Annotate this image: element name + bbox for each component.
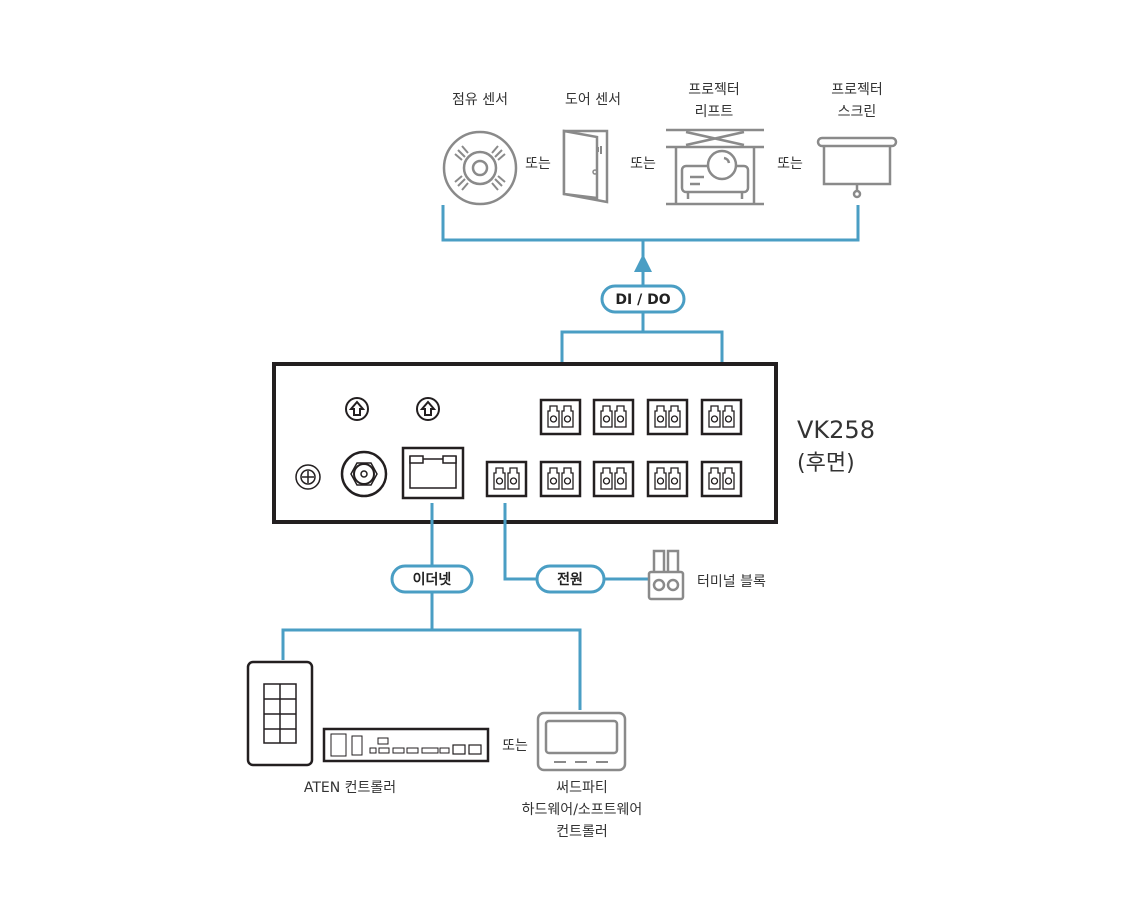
projector-lift-label-2: 리프트 [695, 104, 734, 120]
terminal-ports [485, 398, 743, 498]
keypad-icon [246, 660, 314, 767]
power-jack-icon [340, 450, 388, 498]
touch-panel-icon [536, 711, 627, 772]
door-sensor-icon [562, 129, 609, 204]
terminal-port [646, 398, 689, 436]
ethernet-pill-label: 이더넷 [413, 571, 452, 588]
occupancy-sensor-label: 점유 센서 [452, 92, 508, 108]
arrow-button-icon [416, 397, 440, 421]
device-side: (후면) [797, 451, 855, 476]
third-party-label-1: 써드파티 [556, 780, 608, 796]
vk258-rear-panel [272, 362, 778, 524]
projector-lift-label-1: 프로젝터 [688, 82, 740, 98]
terminal-port [485, 460, 528, 498]
terminal-port [700, 460, 743, 498]
third-party-label-2: 하드웨어/소프트웨어 [522, 802, 643, 818]
terminal-port [592, 398, 635, 436]
or-label: 또는 [630, 156, 656, 172]
power-pill-label: 전원 [557, 571, 583, 588]
projector-screen-label-1: 프로젝터 [831, 82, 883, 98]
controller-bus [281, 628, 582, 710]
aten-controller-label: ATEN 컨트롤러 [304, 780, 396, 796]
terminal-port [539, 398, 582, 436]
terminal-port [700, 398, 743, 436]
third-party-label-3: 컨트롤러 [556, 824, 608, 840]
or-label: 또는 [525, 156, 551, 172]
terminal-port [592, 460, 635, 498]
occupancy-sensor-icon [442, 130, 518, 206]
device-name: VK258 [797, 416, 875, 444]
or-label: 또는 [502, 738, 528, 754]
projector-screen-icon [816, 136, 898, 199]
ethernet-pill [390, 564, 474, 594]
or-label: 또는 [777, 156, 803, 172]
terminal-port [539, 460, 582, 498]
power-pill [535, 564, 606, 594]
terminal-port [646, 460, 689, 498]
dido-pill [600, 284, 686, 314]
arrow-button-icon [345, 397, 369, 421]
power-link [503, 503, 537, 581]
door-sensor-label: 도어 센서 [565, 92, 621, 108]
control-box-icon [322, 727, 490, 763]
dido-pill-label: DI / DO [615, 292, 670, 308]
ground-screw-icon [295, 464, 321, 490]
projector-lift-icon [666, 128, 764, 206]
projector-screen-label-2: 스크린 [838, 104, 877, 120]
terminal-block-label: 터미널 블록 [697, 574, 766, 590]
ethernet-port-icon [401, 446, 465, 500]
terminal-block-icon [647, 549, 685, 601]
arrow-up-icon [634, 254, 652, 272]
